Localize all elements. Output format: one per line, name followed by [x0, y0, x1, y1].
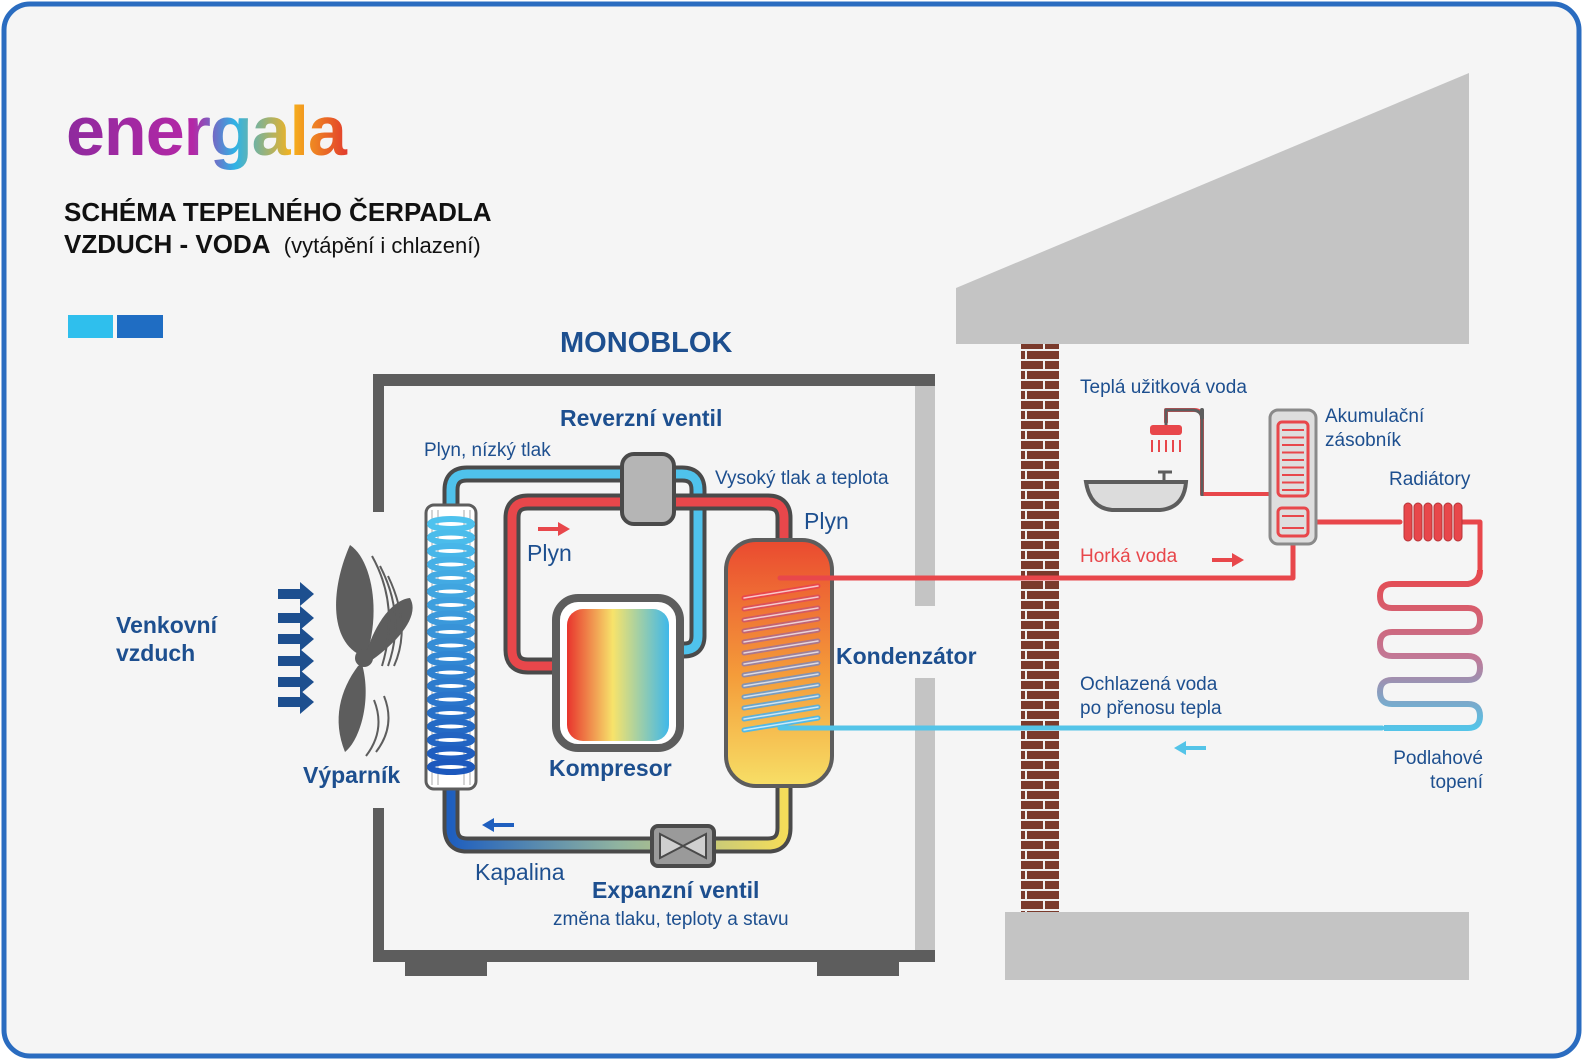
floor-heating-label-1: Podlahové: [1393, 748, 1483, 769]
radiator-fin: [1443, 502, 1453, 542]
evaporator-coil-turn: [427, 745, 475, 762]
condenser-coil-highlight: [743, 651, 819, 665]
radiators-label: Radiátory: [1389, 469, 1471, 490]
evaporator-coil-turn: [427, 543, 475, 559]
brick-wall: [1021, 344, 1059, 912]
key-light-blue: [68, 315, 113, 338]
condenser-coil-highlight: [743, 629, 819, 643]
condenser-coil: [741, 583, 821, 733]
cooled-water-label-2: po přenosu tepla: [1080, 698, 1222, 719]
title-suffix: (vytápění i chlazení): [284, 233, 481, 258]
radiator-fin: [1423, 502, 1433, 542]
outdoor-air-arrows: [278, 582, 314, 714]
compressor-gradient: [567, 609, 669, 741]
condenser-coil-highlight: [743, 607, 819, 621]
hot-water-label: Horká voda: [1080, 546, 1178, 567]
liquid-label: Kapalina: [475, 859, 565, 885]
storage-tank-label-1: Akumulační: [1325, 406, 1425, 427]
condenser-coil-highlight: [743, 706, 819, 720]
storage-tank: [1268, 408, 1318, 546]
evaporator-coil-turn: [427, 597, 475, 613]
reversing-valve-label: Reverzní ventil: [560, 405, 722, 431]
title-line2: VZDUCH - VODA (vytápění i chlazení): [64, 229, 481, 259]
tank-coil-stripes: [1282, 429, 1304, 529]
monoblok-title: MONOBLOK: [560, 327, 732, 359]
house-roof: [956, 73, 1469, 344]
condenser-coil-highlight: [743, 695, 819, 709]
condenser-label: Kondenzátor: [836, 643, 977, 669]
evaporator-coil-turn: [427, 664, 475, 681]
condenser-coil-highlight: [743, 585, 819, 599]
liquid-flow-arrow: [482, 818, 514, 832]
bathtub-icon: [1083, 480, 1189, 512]
refrigerant-circuit: [442, 465, 793, 854]
gas-flow-arrow: [538, 522, 570, 536]
evaporator-coil-turn: [427, 610, 475, 627]
evaporator-coil-turn: [427, 556, 475, 573]
cooled-water-label-1: Ochlazená voda: [1080, 674, 1218, 695]
evaporator-label: Výparník: [303, 762, 400, 788]
faucet-icon: [1158, 470, 1172, 482]
evaporator-coil-turn: [427, 570, 475, 586]
tank-coil-upper: [1276, 420, 1310, 498]
gas-right-label: Plyn: [804, 508, 849, 534]
evaporator-coil-turn: [427, 624, 475, 640]
condenser-coil-highlight: [743, 618, 819, 632]
cold-water-arrow: [1174, 741, 1206, 755]
expansion-valve-sublabel: změna tlaku, teploty a stavu: [553, 909, 789, 930]
floor-heating-coil: [1377, 569, 1483, 731]
title-main: VZDUCH - VODA: [64, 229, 271, 259]
evaporator-coil-turn: [427, 651, 475, 667]
hot-water-arrow: [1212, 553, 1244, 567]
evaporator-coil: [427, 516, 475, 775]
shower-spray-icon: [1151, 440, 1181, 452]
condenser-coil-highlight: [743, 673, 819, 687]
evaporator-coil-turn: [427, 529, 475, 546]
evaporator-coil-turn: [427, 678, 475, 694]
monoblok-housing: [373, 374, 935, 976]
expansion-valve-label: Expanzní ventil: [592, 877, 759, 903]
energala-logo: energala: [66, 92, 348, 170]
key-dark-blue: [117, 315, 163, 338]
evaporator-coil-turn: [427, 759, 475, 775]
radiator-fin: [1433, 502, 1443, 542]
tank-coil-lower: [1276, 506, 1310, 538]
evaporator-coil-turn: [427, 583, 475, 600]
expansion-valve-icon: [659, 832, 707, 860]
high-pressure-label: Vysoký tlak a teplota: [715, 468, 889, 489]
compressor-label: Kompresor: [549, 755, 672, 781]
title-line1: SCHÉMA TEPELNÉHO ČERPADLA: [64, 197, 492, 227]
shower-head-icon: [1150, 425, 1182, 435]
condenser-coil-highlight: [743, 684, 819, 698]
gas-inner-label: Plyn: [527, 540, 572, 566]
evaporator-coil-turn: [427, 691, 475, 708]
condenser-coil-highlight: [743, 717, 819, 731]
evaporator-coil-turn: [427, 637, 475, 654]
evaporator-coil-turn: [427, 705, 475, 721]
storage-tank-label-2: zásobník: [1325, 430, 1402, 451]
outdoor-air-label-1: Venkovní: [116, 612, 219, 638]
outdoor-air-label-2: vzduch: [116, 640, 195, 666]
radiator-fin: [1403, 502, 1413, 542]
condenser-coil-highlight: [743, 662, 819, 676]
shower-pipe: [1164, 408, 1204, 496]
evaporator-coil-turn: [427, 516, 475, 532]
reversing-valve: [620, 452, 676, 526]
fan-icon: [336, 545, 413, 757]
radiator-icon: [1403, 502, 1463, 542]
hot-service-water-label: Teplá užitková voda: [1080, 377, 1247, 398]
condenser-coil-highlight: [743, 596, 819, 610]
evaporator-coil-turn: [427, 732, 475, 748]
floor-heating-label-2: topení: [1430, 772, 1484, 793]
low-pressure-gas-label: Plyn, nízký tlak: [424, 440, 551, 461]
house-floor: [1005, 912, 1469, 980]
radiator-fin: [1413, 502, 1423, 542]
evaporator-coil-turn: [427, 718, 475, 735]
condenser-coil-highlight: [743, 640, 819, 654]
radiator-fin: [1453, 502, 1463, 542]
